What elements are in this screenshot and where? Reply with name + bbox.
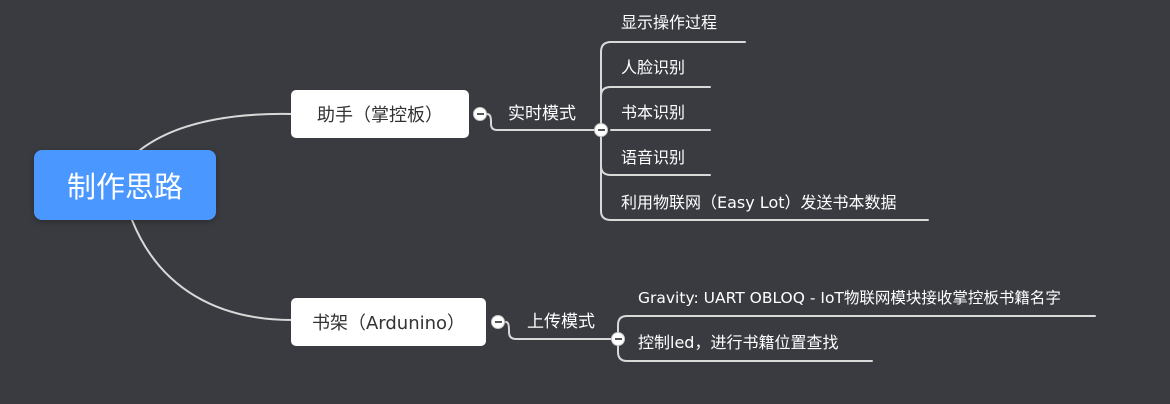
link-root-to-shelf: [131, 219, 293, 321]
subtopic-label: 上传模式: [527, 312, 595, 332]
leaf-topic[interactable]: 语音识别: [621, 148, 685, 168]
branch-topic-label: 助手（掌控板）: [317, 105, 443, 126]
leaf-topic-label: 显示操作过程: [621, 13, 718, 32]
branch-topic-label: 书架（Ardunino）: [311, 313, 466, 334]
leaf-topic-label: 人脸识别: [621, 58, 686, 77]
link-upload-to-leaf-2: [617, 338, 873, 362]
link-realtime-to-leaf-5: [600, 129, 929, 221]
subtopic-label: 实时模式: [508, 104, 576, 124]
collapse-toggle-icon[interactable]: [473, 107, 487, 121]
collapse-toggle-icon[interactable]: [491, 315, 505, 329]
leaf-topic[interactable]: Gravity: UART OBLOQ - IoT物联网模块接收掌控板书籍名字: [638, 288, 1061, 308]
subtopic-upload-mode[interactable]: 上传模式: [527, 311, 595, 333]
branch-topic-bookshelf[interactable]: 书架（Ardunino）: [291, 298, 486, 346]
leaf-topic[interactable]: 人脸识别: [621, 58, 685, 78]
link-realtime-to-leaf-1: [600, 41, 746, 131]
leaf-topic[interactable]: 显示操作过程: [621, 13, 717, 33]
leaf-topic-label: 语音识别: [621, 148, 686, 167]
collapse-toggle-icon[interactable]: [594, 123, 608, 137]
leaf-topic-label: 利用物联网（Easy Lot）发送书本数据: [621, 193, 897, 212]
link-assistant-to-realtime: [486, 113, 602, 131]
subtopic-realtime-mode[interactable]: 实时模式: [508, 103, 576, 125]
link-upload-to-leaf-1: [617, 315, 1096, 340]
leaf-topic[interactable]: 控制led，进行书籍位置查找: [638, 333, 838, 353]
link-shelf-to-upload: [505, 321, 619, 340]
link-root-to-assistant: [139, 112, 293, 151]
root-topic[interactable]: 制作思路: [34, 150, 216, 220]
branch-topic-assistant[interactable]: 助手（掌控板）: [291, 90, 469, 138]
leaf-topic-label: Gravity: UART OBLOQ - IoT物联网模块接收掌控板书籍名字: [638, 289, 1061, 307]
collapse-toggle-icon[interactable]: [611, 332, 625, 346]
root-topic-label: 制作思路: [66, 170, 183, 204]
leaf-topic[interactable]: 书本识别: [621, 103, 685, 123]
link-realtime-to-leaf-2: [600, 86, 711, 131]
leaf-topic-label: 书本识别: [621, 103, 686, 122]
leaf-topic[interactable]: 利用物联网（Easy Lot）发送书本数据: [621, 193, 897, 213]
leaf-topic-label: 控制led，进行书籍位置查找: [638, 333, 839, 352]
